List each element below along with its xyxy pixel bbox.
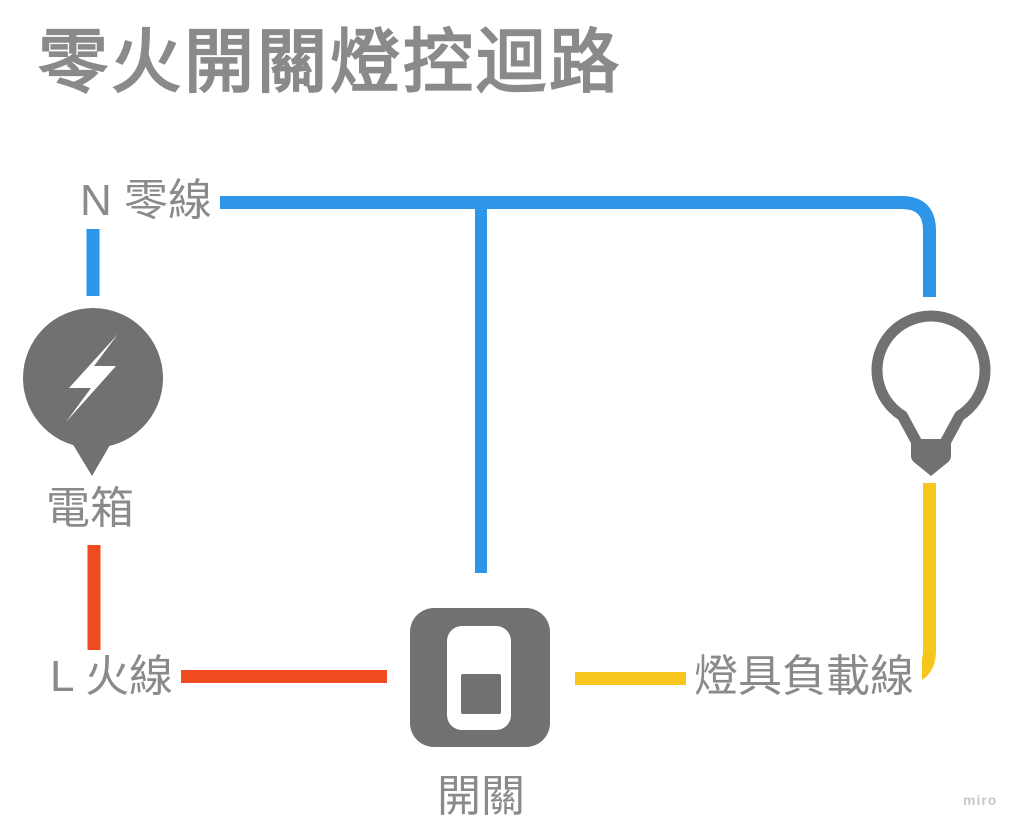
electrical-panel-label: 電箱 [46,484,134,533]
switch-rocker-pressed [461,674,501,714]
neutral-wire-label: N 零線 [72,174,220,229]
rocker-switch-icon [410,608,550,747]
light-bulb-icon [871,310,991,476]
bulb-glass-outline [871,310,991,447]
miro-watermark: miro [963,792,998,808]
panel-balloon-tail [63,426,121,476]
electrical-panel-icon [23,308,163,476]
bulb-socket [911,439,951,476]
diagram-title: 零火開關燈控迴路 [38,23,622,101]
live-wire-label: L 火線 [42,650,182,705]
switch-label: 開關 [437,772,525,821]
lightning-bolt-icon [66,334,118,422]
load-wire-label: 燈具負載線 [686,650,922,705]
